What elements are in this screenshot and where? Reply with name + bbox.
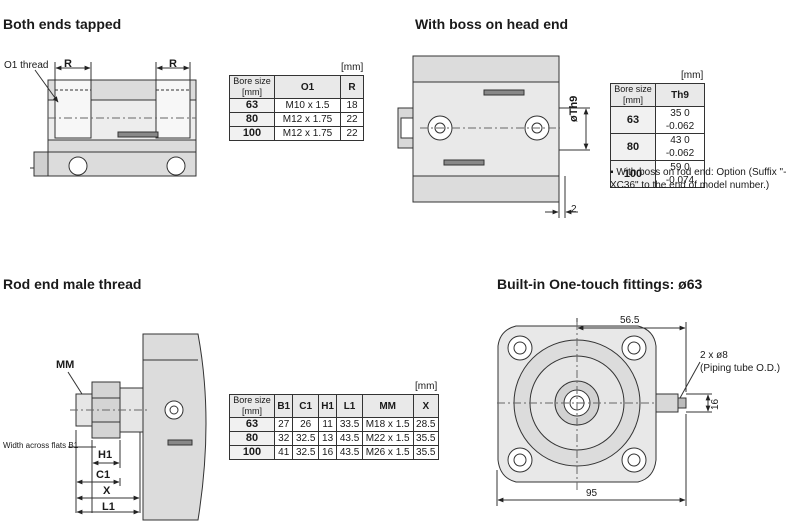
- table-header-row: Bore size [mm] Th9: [610, 83, 705, 107]
- cell-c1: 32.5: [292, 445, 319, 460]
- table-header-row: Bore size [mm] O1 R: [229, 75, 364, 99]
- cell-o1: M10 x 1.5: [274, 98, 341, 113]
- cell-bore: 80: [229, 431, 275, 446]
- cell-x: 28.5: [412, 417, 440, 432]
- rod-end-drawing: [67, 333, 207, 521]
- cell-bore: 63: [229, 417, 275, 432]
- width-across-flats-label: Width across flats B1: [3, 441, 79, 450]
- boss-head-unit: [mm]: [681, 70, 704, 81]
- title-both-ends-tapped: Both ends tapped: [3, 16, 122, 32]
- cell-bore: 80: [610, 133, 656, 161]
- col-h1: H1: [317, 394, 338, 418]
- c1-label: C1: [96, 469, 111, 481]
- dim-2-label: 2: [571, 204, 577, 215]
- col-bore-size: Bore size [mm]: [610, 83, 656, 107]
- col-bore-size: Bore size [mm]: [229, 75, 275, 99]
- table-row: 80 32 32.5 13 43.5 M22 x 1.5 35.5: [229, 431, 440, 446]
- cell-bore: 100: [229, 126, 275, 141]
- cell-th9: 43 0 -0.062: [655, 133, 705, 161]
- r-left-label: R: [64, 58, 72, 70]
- col-x: X: [412, 394, 440, 418]
- cell-l1: 33.5: [336, 417, 363, 432]
- h1-label: H1: [98, 449, 113, 461]
- cell-l1: 43.5: [336, 431, 363, 446]
- table-row: 80 43 0 -0.062: [610, 133, 705, 161]
- col-th9: Th9: [655, 83, 705, 107]
- cell-l1: 43.5: [336, 445, 363, 460]
- both-ends-unit: [mm]: [341, 62, 364, 73]
- cell-b1: 32: [273, 431, 294, 446]
- dim-16-label: 16: [710, 398, 721, 410]
- col-mm: MM: [361, 394, 414, 418]
- col-r: R: [340, 75, 364, 99]
- both-ends-table: Bore size [mm] O1 R 63 M10 x 1.5 18 80 M…: [229, 75, 364, 141]
- cell-bore: 63: [610, 106, 656, 134]
- cell-bore: 100: [229, 445, 275, 460]
- cell-o1: M12 x 1.75: [274, 112, 341, 127]
- cell-h1: 16: [317, 445, 338, 460]
- table-row: 80 M12 x 1.75 22: [229, 112, 364, 127]
- cell-o1: M12 x 1.75: [274, 126, 341, 141]
- col-bore-size: Bore size [mm]: [229, 394, 275, 418]
- table-row: 63 M10 x 1.5 18: [229, 98, 364, 113]
- cell-mm: M22 x 1.5: [361, 431, 414, 446]
- boss-rod-end-note: ▪ With boss on rod end: Option (Suffix "…: [610, 166, 798, 192]
- both-ends-tapped-drawing: [30, 62, 197, 177]
- title-boss-head-end: With boss on head end: [415, 16, 569, 32]
- l1-label: L1: [102, 501, 115, 513]
- dim-56-5-label: 56.5: [620, 315, 640, 326]
- boss-head-table: Bore size [mm] Th9 63 35 0 -0.062 80 43 …: [610, 83, 705, 188]
- cell-bore: 80: [229, 112, 275, 127]
- title-rod-end-male-thread: Rod end male thread: [3, 276, 142, 292]
- cell-h1: 11: [317, 417, 338, 432]
- cell-h1: 13: [317, 431, 338, 446]
- piping-tube-label: (Piping tube O.D.): [700, 363, 781, 374]
- cell-r: 18: [340, 98, 364, 113]
- o1-thread-label: O1 thread: [4, 60, 49, 71]
- cell-c1: 26: [292, 417, 319, 432]
- cell-r: 22: [340, 112, 364, 127]
- table-row: 63 27 26 11 33.5 M18 x 1.5 28.5: [229, 417, 440, 432]
- cell-r: 22: [340, 126, 364, 141]
- table-header-row: Bore size [mm] B1 C1 H1 L1 MM X: [229, 394, 440, 418]
- cell-b1: 27: [273, 417, 294, 432]
- col-c1: C1: [292, 394, 319, 418]
- fittings-drawing: [496, 318, 712, 506]
- rod-end-unit: [mm]: [415, 381, 438, 392]
- title-one-touch-fittings: Built-in One-touch fittings: ø63: [497, 276, 703, 292]
- port-size-label: 2 x ø8: [700, 350, 728, 361]
- col-l1: L1: [336, 394, 363, 418]
- table-row: 100 59 0 -0.074: [610, 160, 705, 188]
- x-label: X: [103, 485, 111, 497]
- cell-b1: 41: [273, 445, 294, 460]
- rod-end-table: Bore size [mm] B1 C1 H1 L1 MM X 63 27 26…: [229, 394, 440, 460]
- dim-95-label: 95: [586, 488, 598, 499]
- th9-dim-label: øTh9: [568, 95, 580, 122]
- note-text: With boss on rod end: Option (Suffix "-X…: [610, 167, 787, 191]
- cell-mm: M18 x 1.5: [361, 417, 414, 432]
- table-row: 100 M12 x 1.75 22: [229, 126, 364, 141]
- cell-x: 35.5: [412, 445, 440, 460]
- boss-head-end-drawing: [397, 55, 590, 218]
- r-right-label: R: [169, 58, 177, 70]
- cell-c1: 32.5: [292, 431, 319, 446]
- table-row: 100 41 32.5 16 43.5 M26 x 1.5 35.5: [229, 445, 440, 460]
- cell-x: 35.5: [412, 431, 440, 446]
- cell-bore: 100: [610, 160, 656, 188]
- cell-th9: 59 0 -0.074: [655, 160, 705, 188]
- note-bullet: ▪: [610, 167, 617, 178]
- col-b1: B1: [273, 394, 294, 418]
- table-row: 63 35 0 -0.062: [610, 106, 705, 134]
- cell-th9: 35 0 -0.062: [655, 106, 705, 134]
- col-o1: O1: [274, 75, 341, 99]
- cell-mm: M26 x 1.5: [361, 445, 414, 460]
- mm-label: MM: [56, 359, 75, 371]
- cell-bore: 63: [229, 98, 275, 113]
